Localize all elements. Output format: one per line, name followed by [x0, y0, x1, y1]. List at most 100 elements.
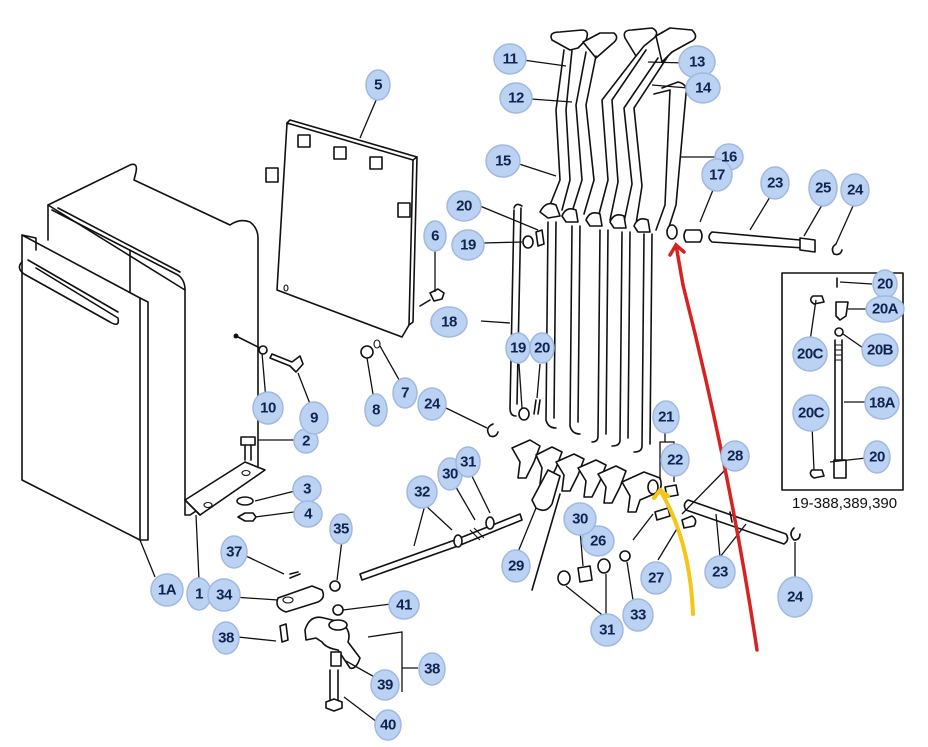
callout-bubble — [863, 440, 891, 474]
callout-bubble — [455, 446, 481, 478]
callout-bubble — [423, 220, 447, 252]
callout-label: 20 — [534, 340, 550, 357]
detail-inset: 19-388,389,390 — [781, 272, 904, 512]
callout-label: 31 — [599, 622, 615, 639]
callout-bubble — [212, 621, 240, 655]
callout-bubble — [861, 333, 899, 367]
callout-label: 9 — [310, 410, 318, 427]
callout-bubble — [792, 394, 830, 432]
callout-bubble — [418, 652, 446, 686]
callout-label: 23 — [767, 175, 783, 192]
callout-label: 25 — [815, 180, 831, 197]
callout-label: 30 — [442, 466, 458, 483]
callout-bubble — [406, 475, 438, 509]
callout-label: 28 — [727, 448, 743, 465]
callout-bubble — [652, 400, 680, 434]
callout-label: 20C — [798, 405, 825, 422]
callout-label: 20B — [867, 342, 894, 359]
callout-label: 2 — [302, 433, 310, 450]
callout-label: 6 — [431, 228, 439, 245]
callout-label: 39 — [377, 677, 393, 694]
yellow-annotation-arrow — [652, 487, 695, 616]
callout-bubble — [365, 69, 391, 101]
callout-bubble — [374, 709, 402, 741]
callout-label: 15 — [495, 153, 511, 170]
callout-label: 5 — [374, 77, 382, 94]
callout-bubble — [370, 669, 400, 701]
callout-bubble — [720, 440, 750, 472]
callout-label: 23 — [712, 564, 728, 581]
callout-bubble — [299, 401, 329, 435]
callout-label: 24 — [787, 589, 804, 606]
callout-bubble — [252, 391, 284, 425]
callout-bubble — [388, 590, 420, 620]
callout-bubble — [622, 598, 654, 632]
callout-bubble — [792, 336, 828, 372]
callout-label: 35 — [333, 521, 349, 538]
callout-bubble — [581, 525, 615, 557]
callout-bubble — [529, 332, 555, 364]
callout-label: 41 — [396, 597, 412, 614]
callout-bubble — [777, 576, 813, 618]
callout-label: 14 — [695, 80, 712, 97]
callout-label: 24 — [847, 182, 864, 199]
callout-bubble — [485, 144, 521, 178]
callout-label: 17 — [709, 167, 725, 184]
callout-label: 16 — [721, 149, 737, 166]
callout-bubble — [220, 535, 248, 569]
callout-label: 19 — [510, 340, 526, 357]
callout-bubble — [760, 166, 790, 200]
callout-bubble — [501, 549, 531, 583]
callout-label: 40 — [380, 717, 396, 734]
callout-bubble — [446, 190, 482, 222]
callout-bubble — [150, 573, 184, 607]
callout-label: 27 — [648, 570, 664, 587]
callout-label: 20A — [872, 301, 899, 318]
shift-levers — [539, 27, 697, 240]
callout-bubble — [701, 158, 733, 192]
callout-label: 1 — [195, 586, 203, 603]
callout-label: 20 — [869, 449, 885, 466]
callout-label: 3 — [303, 481, 311, 498]
callout-bubble — [293, 500, 323, 528]
callout-label: 18 — [441, 314, 457, 331]
mounting-panel — [265, 119, 418, 338]
callout-label: 20 — [877, 276, 893, 293]
inset-caption: 19-388,389,390 — [792, 495, 897, 512]
callout-label: 8 — [372, 402, 380, 419]
callout-bubble — [451, 229, 485, 261]
callout-label: 21 — [658, 409, 674, 426]
callout-label: 7 — [401, 385, 409, 402]
callout-label: 29 — [508, 558, 524, 575]
callout-bubble — [392, 377, 418, 409]
callout-label: 12 — [508, 90, 524, 107]
callout-label: 18A — [869, 395, 896, 412]
callout-label: 10 — [260, 400, 276, 417]
callout-bubble — [329, 513, 353, 545]
callout-label: 30 — [572, 511, 588, 528]
callout-label: 13 — [689, 54, 705, 71]
panel-hardware — [233, 288, 445, 522]
callout-bubble — [590, 613, 624, 647]
callout-bubble — [808, 169, 838, 207]
callout-bubble — [640, 561, 672, 595]
callout-label: 24 — [424, 396, 441, 413]
callout-bubble — [840, 173, 870, 207]
callout-label: 32 — [414, 484, 430, 501]
pivot-shaft — [683, 229, 843, 256]
callout-bubble — [660, 443, 690, 477]
control-rod — [276, 513, 523, 712]
callout-label: 34 — [216, 587, 233, 604]
callout-label: 19 — [460, 237, 476, 254]
callout-label: 11 — [503, 51, 518, 68]
callout-bubble — [499, 82, 533, 114]
callout-bubble — [704, 555, 736, 589]
callout-bubble — [430, 306, 468, 338]
callout-bubble — [685, 72, 721, 104]
callout-label: 4 — [304, 506, 313, 523]
callout-bubble — [865, 295, 905, 323]
callout-label: 38 — [424, 661, 440, 678]
callout-label: 22 — [667, 452, 683, 469]
